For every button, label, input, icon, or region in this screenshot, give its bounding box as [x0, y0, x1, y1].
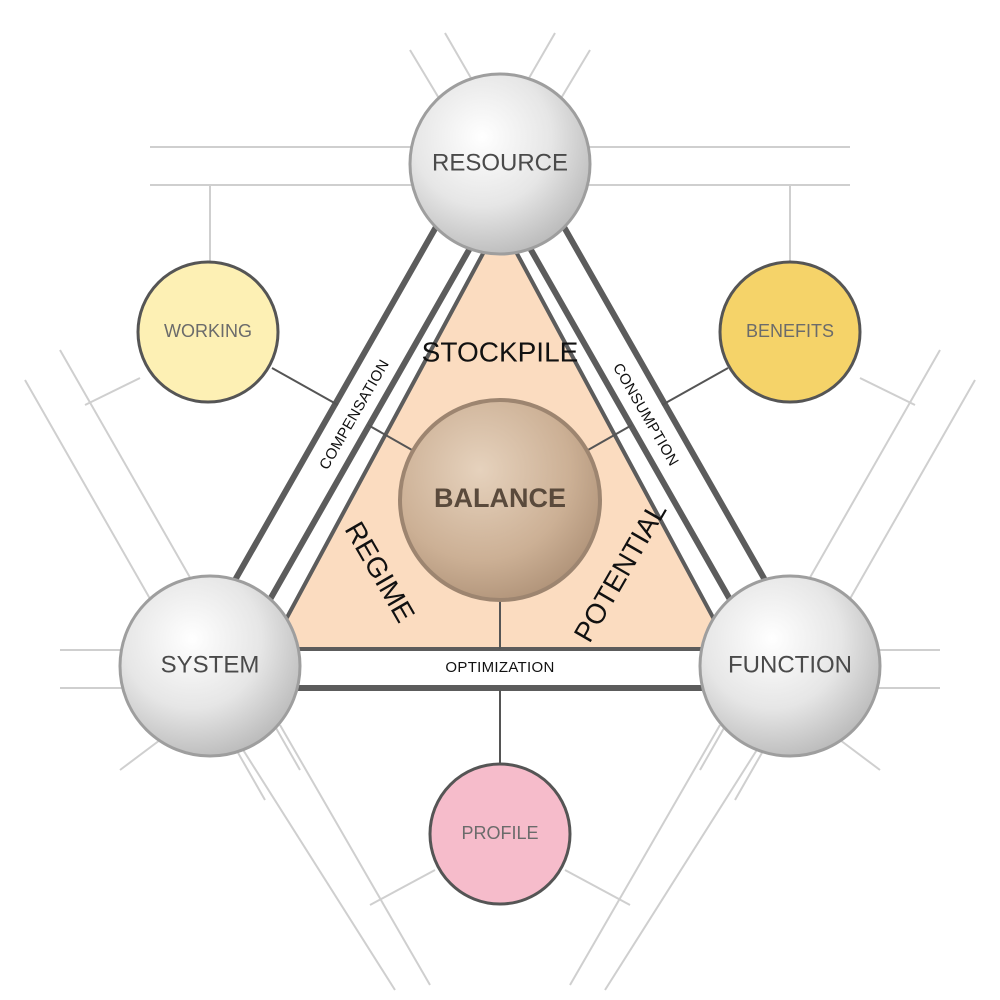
spoke-right [587, 424, 633, 451]
satellite-benefits: BENEFITS [718, 260, 862, 404]
connector-working [271, 367, 339, 406]
satellite-benefits-label: BENEFITS [746, 321, 834, 341]
balance-node: BALANCE [398, 398, 602, 602]
triangle-frame-stripe [191, 138, 809, 685]
node-system: SYSTEM [118, 574, 302, 758]
spoke-left [367, 424, 413, 451]
node-function: FUNCTION [698, 574, 882, 758]
node-function-label: FUNCTION [728, 651, 852, 678]
satellite-working: WORKING [136, 260, 280, 404]
connector-benefits [661, 367, 729, 406]
node-resource: RESOURCE [408, 72, 592, 256]
balance-label: BALANCE [434, 483, 566, 513]
satellite-profile: PROFILE [428, 762, 572, 906]
edge-label-optimization: OPTIMIZATION [445, 659, 554, 676]
satellite-profile-label: PROFILE [461, 823, 538, 843]
satellite-working-label: WORKING [164, 321, 252, 341]
node-resource-label: RESOURCE [432, 149, 568, 176]
node-system-label: SYSTEM [161, 651, 260, 678]
region-label-stockpile: STOCKPILE [422, 336, 579, 367]
